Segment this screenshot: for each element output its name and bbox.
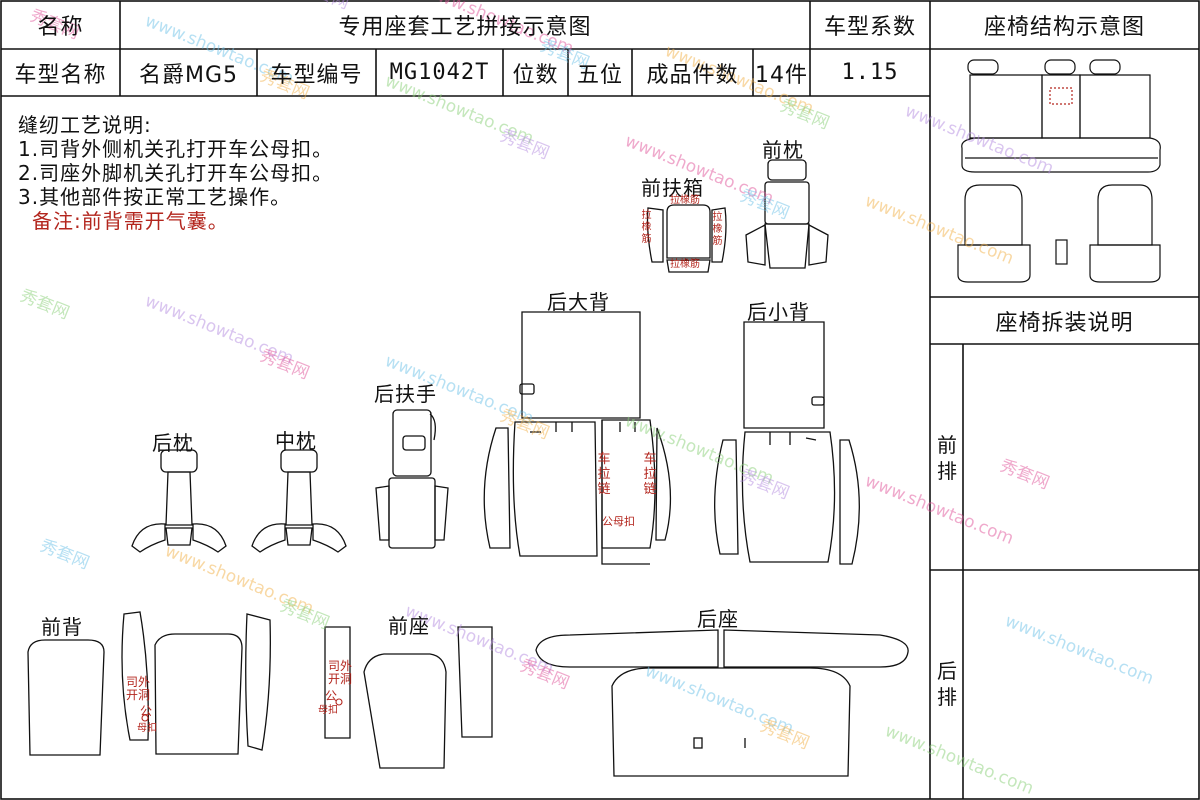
model-code-label: 车型编号 [270,62,363,88]
structure-label: 座椅结构示意图 [983,15,1145,40]
annotation-elastic-top: 拉橡筋 [670,195,700,206]
mid-pillow-pattern [251,449,347,553]
coef-label: 车型系数 [823,15,916,40]
label-rear-pillow: 后枕 [152,431,194,455]
front-armbox-pattern [646,204,727,273]
annotation-zip-left: 车拉链 [597,452,611,497]
snap-marker [335,698,343,706]
label-front-seat: 前座 [388,614,430,638]
notes-item: 1.司背外侧机关孔打开车公母扣。 [18,137,334,161]
rear-seat-pattern [535,629,909,777]
model-code-value: MG1042T [389,60,490,85]
notes-item: 2.司座外脚机关孔打开车公母扣。 [18,161,334,185]
annotation-elastic-right: 拉橡筋 [712,212,723,247]
model-name-value: 名爵MG5 [138,62,239,88]
notes-item: 3.其他部件按正常工艺操作。 [18,185,292,209]
install-label: 座椅拆装说明 [995,310,1134,336]
seats-label: 位数 [512,62,559,88]
label-rear-seat: 后座 [697,607,739,631]
annotation-back-hole-4: 母扣 [137,723,157,734]
annotation-seat-hole-3: 公 [325,689,338,703]
rear-small-back-pattern [714,321,860,565]
notes-remark: 备注:前背需开气囊。 [32,209,229,233]
label-rear-armrest: 后扶手 [374,382,437,406]
header-name-label: 名称 [37,15,84,40]
label-mid-pillow: 中枕 [275,429,317,453]
rear-armrest-pattern [375,409,449,549]
front-pillow-pattern [745,159,829,269]
seats-value: 五位 [576,62,623,88]
front-seat-pattern [324,626,493,769]
annotation-zip-right: 车拉链 [643,452,657,497]
annotation-back-hole-1: 司外 [126,675,151,689]
seat-structure-thumbnail [957,59,1161,283]
front-row-label: 前排 [937,433,957,483]
rear-pillow-pattern [131,449,227,553]
front-back-pattern [27,611,271,756]
annotation-back-hole-2: 开洞 [126,688,151,702]
snap-marker [141,714,149,722]
label-front-back: 前背 [41,615,83,639]
label-front-armbox: 前扶箱 [641,176,704,200]
pieces-label: 成品件数 [646,62,739,88]
annotation-male-female: 公母扣 [602,515,635,528]
sheet-title: 专用座套工艺拼接示意图 [338,15,592,40]
label-front-pillow: 前枕 [762,138,804,162]
label-rear-big-back: 后大背 [547,290,610,314]
annotation-elastic-left: 拉橡筋 [641,210,652,245]
coef-value: 1.15 [841,60,899,85]
notes-title: 缝纫工艺说明: [18,113,152,137]
label-rear-small-back: 后小背 [747,300,810,324]
annotation-back-hole-3: 公 [140,704,153,718]
rear-big-back-pattern [483,311,672,565]
rear-row-label: 后排 [937,659,957,709]
annotation-seat-hole-2: 开洞 [328,672,353,686]
annotation-seat-hole-1: 司外 [328,659,353,673]
annotation-elastic-bottom: 拉橡筋 [670,259,700,270]
sewing-notes: 缝纫工艺说明: 1.司背外侧机关孔打开车公母扣。 2.司座外脚机关孔打开车公母扣… [18,113,333,233]
model-name-label: 车型名称 [14,62,107,88]
pieces-value: 14件 [755,62,808,88]
annotation-seat-hole-4: 母扣 [318,705,338,716]
